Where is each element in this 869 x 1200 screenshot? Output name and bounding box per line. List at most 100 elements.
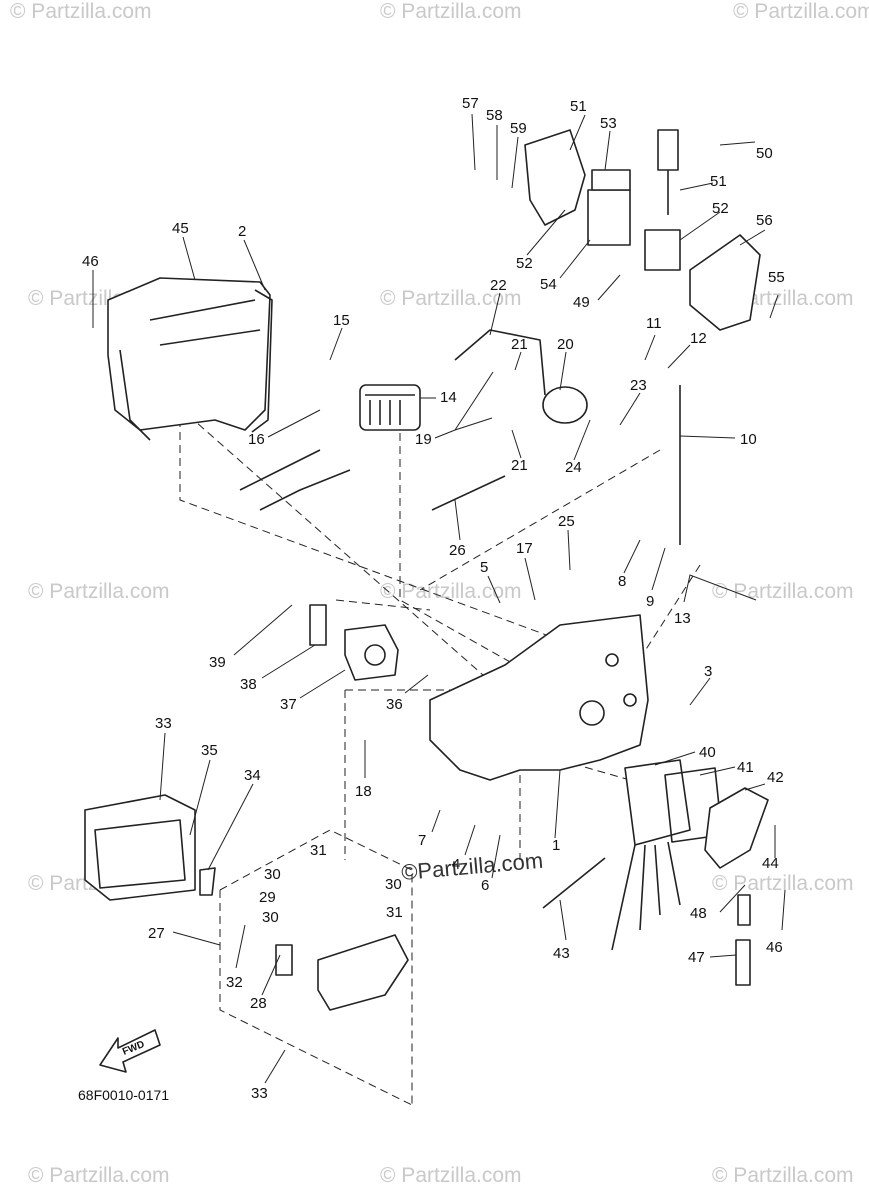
seal-2: [251, 289, 273, 433]
callout-54: 50: [756, 145, 773, 162]
switch-55: [524, 129, 586, 226]
callout-40: 39: [209, 654, 226, 671]
holder-58: [591, 169, 631, 191]
callout-59: 55: [768, 269, 785, 286]
callout-29: 29: [259, 889, 276, 906]
callout-53: 49: [573, 294, 590, 311]
leader-lines: [92, 113, 786, 1084]
callout-60: 56: [756, 212, 773, 229]
callout-36: 35: [201, 742, 218, 759]
callout-49: 45: [172, 220, 189, 237]
callout-1: 1: [552, 837, 560, 854]
callout-30b: 30: [385, 876, 402, 893]
callout-44: 43: [553, 945, 570, 962]
hose-47: [735, 939, 751, 986]
callout-21a: 21: [511, 336, 528, 353]
watermark: © Partzilla.com: [380, 580, 522, 603]
callout-16: 16: [248, 431, 265, 448]
callout-58: 54: [540, 276, 557, 293]
callout-24: 24: [565, 459, 582, 476]
callout-21b: 21: [511, 457, 528, 474]
callout-42: 41: [737, 759, 754, 776]
callout-20: 20: [557, 336, 574, 353]
watermark: © Partzilla.com: [712, 872, 854, 895]
callout-22: 22: [490, 277, 507, 294]
callout-63: 59: [510, 120, 527, 137]
watermark-center: ©Partzilla.com: [400, 848, 544, 885]
hose-48: [737, 894, 751, 926]
callout-7: 7: [418, 832, 426, 849]
coil-20: [542, 386, 588, 424]
callout-61: 57: [462, 95, 479, 112]
clip-35: [199, 867, 216, 896]
callout-19: 19: [415, 431, 432, 448]
callout-12: 12: [690, 330, 707, 347]
callout-31b: 31: [386, 904, 403, 921]
callout-3: 3: [704, 663, 712, 680]
callout-25: 25: [558, 513, 575, 530]
callout-26: 26: [449, 542, 466, 559]
callout-34: 33: [155, 715, 172, 732]
callout-9: 9: [646, 593, 654, 610]
sensor-51: [657, 129, 679, 171]
cover-49: [107, 277, 271, 431]
callout-62: 58: [486, 107, 503, 124]
callout-56: 52: [516, 255, 533, 272]
cover-43: [704, 787, 769, 869]
callout-35: 34: [244, 767, 261, 784]
callout-30c: 30: [262, 909, 279, 926]
regulator-28: [317, 934, 409, 1011]
watermark: © Partzilla.com: [733, 0, 869, 23]
callout-31a: 31: [310, 842, 327, 859]
fwd-arrow-icon: [99, 1029, 161, 1073]
cover-57: [587, 189, 631, 246]
callout-57: 53: [600, 115, 617, 132]
grommet-38: [344, 624, 399, 681]
watermark: © Partzilla.com: [28, 1164, 170, 1187]
callout-39: 38: [240, 676, 257, 693]
plate-39: [309, 604, 327, 646]
stay-28: [275, 944, 293, 976]
plate-60: [689, 234, 761, 331]
callout-28: 28: [250, 995, 267, 1012]
callout-45: 44: [762, 855, 779, 872]
callout-8: 8: [618, 573, 626, 590]
callout-18: 18: [355, 783, 372, 800]
callout-55: 51: [570, 98, 587, 115]
watermark: © Partzilla.com: [380, 0, 522, 23]
callout-11: 11: [646, 315, 662, 332]
callout-48: 48: [690, 905, 707, 922]
callout-4: 4: [452, 856, 460, 873]
callout-27: 27: [148, 925, 165, 942]
watermarks: © Partzilla.com © Partzilla.com © Partzi…: [10, 0, 869, 1187]
bracket-52: [644, 229, 681, 271]
callout-2: 2: [238, 223, 246, 240]
callout-15: 15: [333, 312, 350, 329]
watermark: © Partzilla.com: [712, 1164, 854, 1187]
part-sketches: [84, 129, 769, 1073]
callout-10: 10: [740, 431, 757, 448]
callout-41: 40: [699, 744, 716, 761]
callout-33: 33: [251, 1085, 268, 1102]
callout-47: 47: [688, 949, 705, 966]
callout-50: 46: [82, 253, 99, 270]
tie-26: [431, 475, 506, 511]
callout-46: 46: [766, 939, 783, 956]
callout-14: 14: [440, 389, 457, 406]
callout-38: 37: [280, 696, 297, 713]
callout-23: 23: [630, 377, 647, 394]
callouts: 46 45 2 15 16 14 22 20 21 21 19 23 24 11…: [82, 95, 785, 1102]
watermark: © Partzilla.com: [10, 0, 152, 23]
watermark: © Partzilla.com: [28, 580, 170, 603]
watermark: © Partzilla.com: [380, 287, 522, 310]
callout-51: 51: [710, 173, 727, 190]
callout-52: 52: [712, 200, 729, 217]
diagram-code: 68F0010-0171: [78, 1087, 169, 1103]
bracket-main: [429, 614, 649, 781]
callout-32: 32: [226, 974, 243, 991]
callout-17: 17: [516, 540, 533, 557]
callout-5: 5: [480, 559, 488, 576]
callout-37: 36: [386, 696, 403, 713]
watermark: © Partzilla.com: [380, 1164, 522, 1187]
